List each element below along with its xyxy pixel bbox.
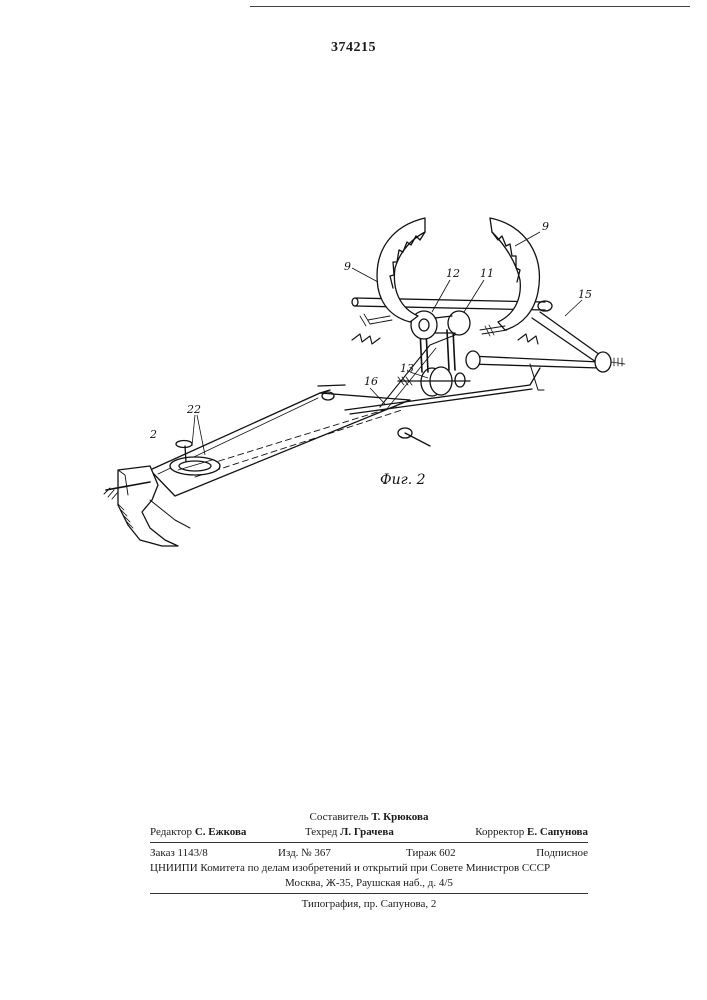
corrector-name: Е. Сапунова bbox=[527, 826, 588, 838]
techred-name: Л. Грачева bbox=[340, 826, 394, 838]
printing-house: Типография, пр. Сапунова, 2 bbox=[150, 897, 588, 912]
part-label-11: 11 bbox=[480, 267, 494, 280]
editor-role: Редактор bbox=[150, 826, 192, 838]
part-label-12: 12 bbox=[446, 267, 460, 280]
edition-number: Изд. № 367 bbox=[278, 846, 331, 860]
editors-line: Редактор С. Ежкова Техред Л. Грачева Кор… bbox=[150, 825, 588, 840]
address-line: Москва, Ж-35, Раушская наб., д. 4/5 bbox=[150, 876, 588, 891]
subscription: Подписное bbox=[536, 846, 588, 860]
imprint-rule-bottom bbox=[150, 893, 588, 894]
circulation: Тираж 602 bbox=[406, 846, 456, 860]
imprint-block: Составитель Т. Крюкова Редактор С. Ежков… bbox=[150, 810, 588, 912]
part-label-22: 22 bbox=[186, 403, 201, 416]
org-line: ЦНИИПИ Комитета по делам изобретений и о… bbox=[150, 861, 588, 876]
compiler-role: Составитель bbox=[310, 811, 369, 823]
techred-role: Техред bbox=[305, 826, 337, 838]
part-label-9-left: 9 bbox=[344, 260, 351, 273]
order-number: Заказ 1143/8 bbox=[150, 846, 208, 860]
editor-name: С. Ежкова bbox=[195, 826, 247, 838]
figure-caption: Фиг. 2 bbox=[380, 472, 426, 488]
part-label-9-right: 9 bbox=[542, 220, 549, 233]
compiler-line: Составитель Т. Крюкова bbox=[150, 810, 588, 825]
order-line: Заказ 1143/8 Изд. № 367 Тираж 602 Подпис… bbox=[150, 846, 588, 861]
rollers-11-12 bbox=[411, 311, 470, 339]
bar-15 bbox=[466, 312, 625, 390]
part-label-15: 15 bbox=[578, 288, 592, 301]
part-label-2: 2 bbox=[149, 428, 157, 441]
part-label-16: 16 bbox=[364, 375, 378, 388]
compiler-name: Т. Крюкова bbox=[371, 811, 428, 823]
imprint-rule-top bbox=[150, 842, 588, 843]
corrector-role: Корректор bbox=[475, 826, 524, 838]
